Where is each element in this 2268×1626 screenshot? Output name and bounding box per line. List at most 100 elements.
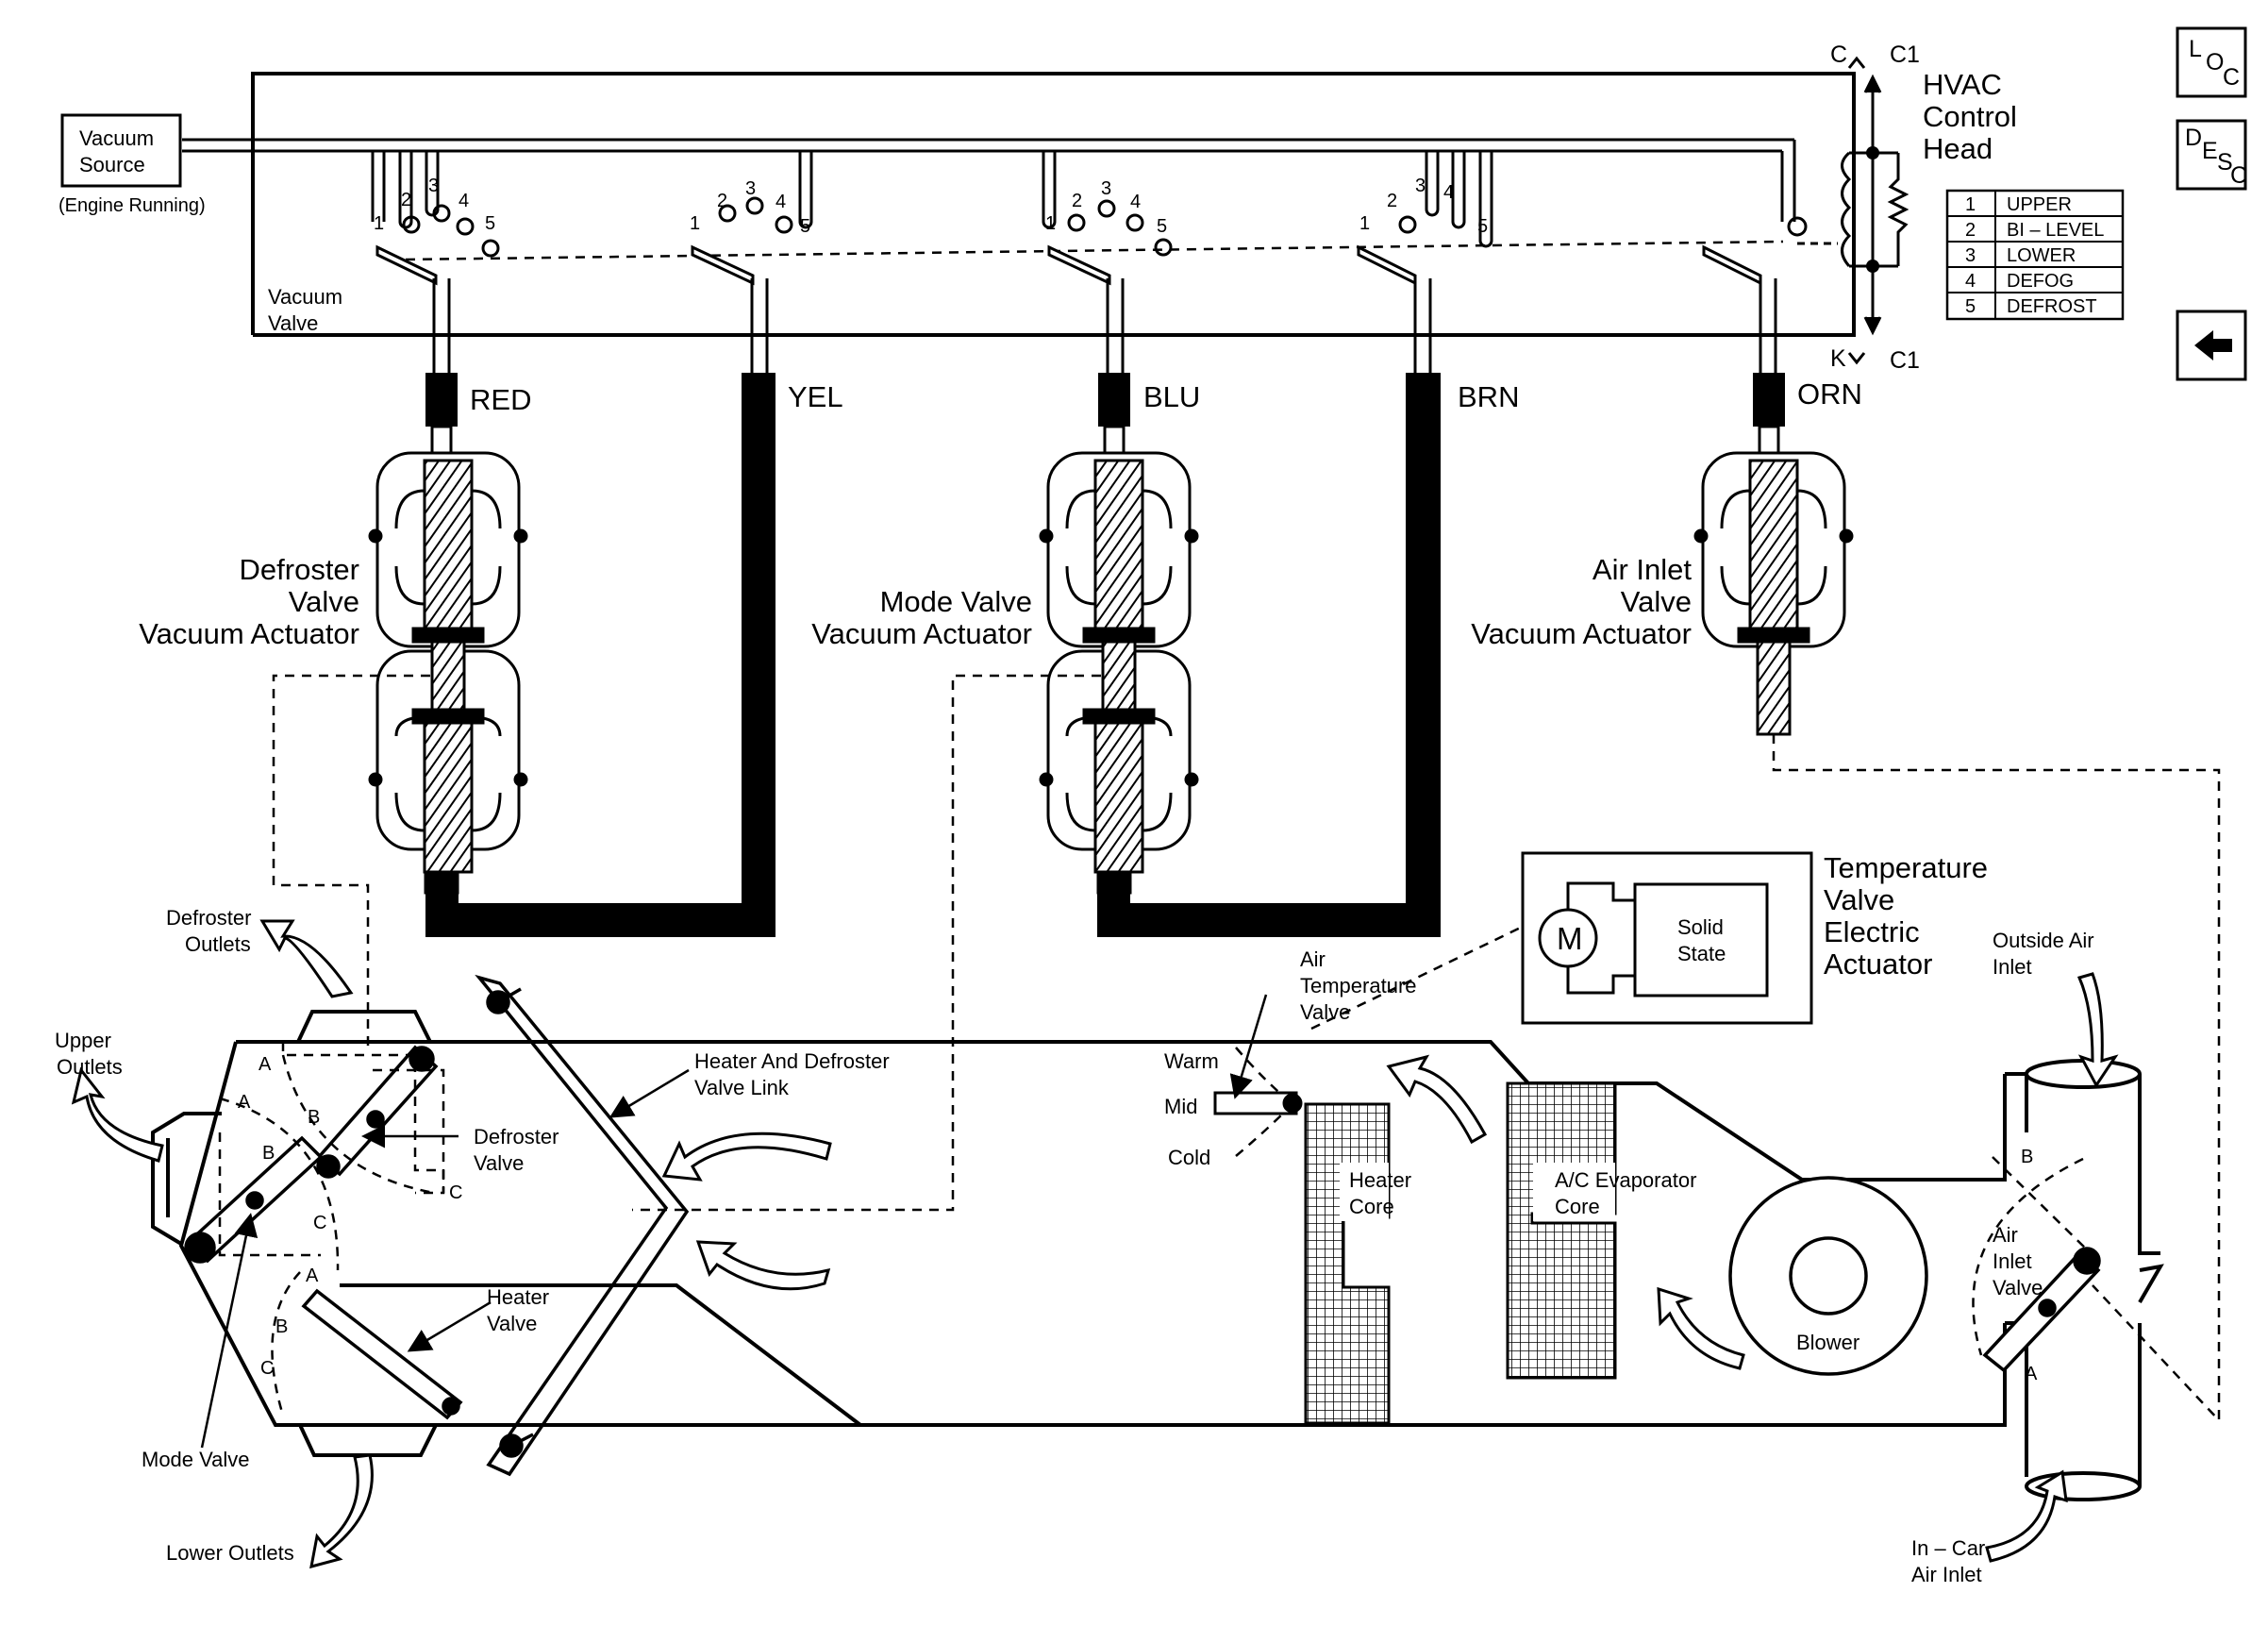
loc-button[interactable]: L O C — [2176, 26, 2247, 98]
vacuum-source-box: Vacuum Source — [60, 113, 182, 188]
desc-button[interactable]: D E S C — [2176, 119, 2247, 191]
control-head-connector — [1797, 56, 1909, 365]
svg-text:BLU: BLU — [1143, 380, 1200, 413]
mode-valve — [184, 1135, 324, 1264]
leader-lines — [200, 994, 1268, 1449]
svg-text:C: C — [449, 1182, 462, 1203]
svg-text:C: C — [2230, 162, 2247, 189]
svg-text:B: B — [262, 1143, 275, 1164]
svg-text:In – Car: In – Car — [1911, 1536, 1985, 1560]
svg-text:4: 4 — [459, 191, 469, 211]
svg-text:3: 3 — [428, 176, 439, 196]
air-inlet-actuator-label-2: Valve — [1621, 585, 1692, 618]
svg-text:ORN: ORN — [1797, 377, 1862, 411]
svg-text:1: 1 — [1359, 213, 1370, 234]
vacuum-valve-label-1: Vacuum — [268, 285, 342, 309]
svg-text:A: A — [238, 1092, 251, 1113]
selector-link — [405, 240, 1784, 261]
svg-text:3: 3 — [1101, 178, 1111, 199]
vacuum-source-label-1: Vacuum — [79, 126, 154, 150]
legend-num-2: 2 — [1965, 220, 1976, 241]
svg-text:4: 4 — [1443, 182, 1454, 203]
svg-text:Heater: Heater — [487, 1285, 549, 1309]
svg-text:Core: Core — [1349, 1195, 1394, 1218]
hvac-head-label-1: HVAC — [1923, 68, 2002, 101]
temp-actuator-label-3: Electric — [1824, 915, 1920, 948]
vacuum-valve-label-2: Valve — [268, 311, 318, 335]
solid-state-label-2: State — [1677, 942, 1726, 965]
defroster-actuator-label-1: Defroster — [240, 553, 359, 586]
svg-text:A/C Evaporator: A/C Evaporator — [1555, 1168, 1696, 1192]
vacuum-tubes — [432, 278, 1777, 373]
svg-text:Valve: Valve — [474, 1151, 524, 1175]
svg-text:Inlet: Inlet — [1993, 955, 2032, 979]
mode-actuator-label-1: Mode Valve — [880, 585, 1032, 618]
airflow-arrows — [71, 919, 2119, 1569]
svg-text:D: D — [2185, 125, 2202, 151]
temp-actuator-label-2: Valve — [1824, 883, 1894, 916]
svg-text:S: S — [2217, 149, 2233, 176]
svg-text:Valve: Valve — [1993, 1276, 2043, 1299]
air-temperature-valve — [1213, 1091, 1303, 1115]
svg-text:B: B — [2021, 1147, 2033, 1167]
svg-text:C: C — [2223, 64, 2240, 91]
defroster-actuator-label-2: Valve — [289, 585, 359, 618]
svg-text:Inlet: Inlet — [1993, 1249, 2032, 1273]
svg-text:L: L — [2189, 36, 2202, 62]
svg-text:5: 5 — [800, 216, 810, 237]
heater-defroster-valve-link — [475, 974, 690, 1477]
svg-text:Upper: Upper — [55, 1029, 111, 1052]
back-arrow-icon — [2194, 330, 2232, 360]
svg-text:Air: Air — [1300, 947, 1326, 971]
svg-text:A: A — [2025, 1364, 2038, 1384]
svg-text:2: 2 — [1072, 191, 1082, 211]
legend-num-5: 5 — [1965, 296, 1976, 317]
temp-actuator-label-4: Actuator — [1824, 947, 1932, 981]
svg-text:Core: Core — [1555, 1195, 1600, 1218]
svg-text:2: 2 — [717, 191, 727, 211]
hose-brn: BRN — [1097, 373, 1519, 937]
hvac-head-label-2: Control — [1923, 100, 2017, 133]
svg-text:Valve: Valve — [1300, 1000, 1350, 1024]
svg-text:Mode Valve: Mode Valve — [142, 1448, 250, 1471]
connector-c: C — [1830, 42, 1847, 68]
legend-label-4: DEFOG — [2007, 271, 2074, 292]
svg-text:1: 1 — [690, 213, 700, 234]
svg-text:5: 5 — [1477, 216, 1488, 237]
svg-text:3: 3 — [745, 178, 756, 199]
defroster-actuator-label-3: Vacuum Actuator — [139, 617, 359, 650]
engine-running-note: (Engine Running) — [58, 195, 206, 216]
air-inlet-actuator-label-3: Vacuum Actuator — [1471, 617, 1692, 650]
svg-text:Defroster: Defroster — [474, 1125, 559, 1148]
selector-arms — [375, 244, 1762, 286]
mode-vacuum-actuator — [1039, 425, 1199, 895]
svg-text:Valve: Valve — [487, 1312, 537, 1335]
air-inlet-vacuum-actuator — [1693, 425, 1854, 736]
svg-text:B: B — [275, 1316, 288, 1337]
air-inlet-actuator-label-1: Air Inlet — [1593, 553, 1692, 586]
control-head-panel — [182, 72, 1856, 337]
hose-red: RED — [425, 373, 531, 427]
svg-text:E: E — [2202, 138, 2218, 164]
svg-text:Valve Link: Valve Link — [694, 1076, 790, 1099]
mode-actuator-label-2: Vacuum Actuator — [811, 617, 1032, 650]
svg-text:3: 3 — [1415, 176, 1426, 196]
defroster-valve — [316, 1045, 439, 1179]
svg-text:Warm: Warm — [1164, 1049, 1219, 1073]
defroster-vacuum-actuator — [368, 425, 528, 895]
svg-text:Temperature: Temperature — [1300, 974, 1417, 997]
hose-orn: ORN — [1753, 373, 1862, 427]
solid-state-label-1: Solid — [1677, 915, 1724, 939]
valve-ports — [371, 151, 1808, 258]
mode-legend-table: 1 UPPER 2 BI – LEVEL 3 LOWER 4 DEFOG 5 D… — [1945, 189, 2125, 321]
legend-label-3: LOWER — [2007, 245, 2076, 266]
svg-text:A: A — [306, 1266, 319, 1286]
heater-core — [1304, 1102, 1391, 1425]
air-inlet-valve — [1982, 1247, 2101, 1373]
legend-label-2: BI – LEVEL — [2007, 220, 2104, 241]
evaporator-core — [1506, 1081, 1617, 1380]
hvac-head-label-3: Head — [1923, 132, 1993, 165]
back-button[interactable] — [2176, 310, 2247, 381]
svg-text:O: O — [2206, 49, 2224, 75]
connector-node-top — [1866, 146, 1879, 159]
